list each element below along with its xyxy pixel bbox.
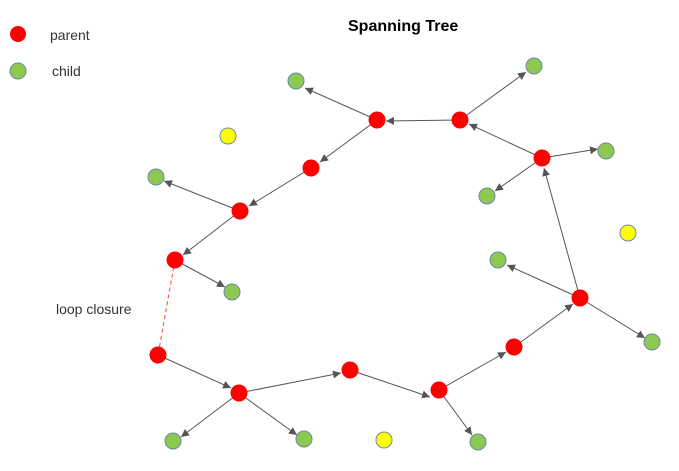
legend-parent-swatch (10, 26, 26, 42)
parent-node (505, 338, 523, 356)
edge (438, 389, 473, 436)
child-nodes (147, 57, 661, 451)
parent-node (166, 251, 184, 269)
edge (163, 180, 241, 212)
diagram-title: Spanning Tree (348, 18, 458, 35)
parent-node (368, 111, 386, 129)
unconnected-node (619, 224, 637, 242)
legend-parent-label: parent (50, 27, 90, 43)
edge (319, 119, 378, 163)
child-node (489, 251, 507, 269)
edge (349, 369, 431, 399)
loop-closure-label: loop closure (56, 301, 132, 317)
legend-child-swatch (9, 62, 27, 80)
parent-node (149, 346, 167, 364)
edge (180, 392, 240, 438)
edge (542, 167, 581, 299)
unconnected-node (375, 431, 393, 449)
unconnected-node (219, 127, 237, 145)
edge (174, 259, 226, 288)
edge (304, 87, 378, 121)
child-node (643, 333, 661, 351)
child-node (287, 72, 305, 90)
edge (506, 264, 581, 299)
parent-nodes (149, 111, 589, 402)
parent-node (430, 381, 448, 399)
edge (238, 392, 298, 436)
edge (513, 303, 574, 348)
child-node (478, 187, 496, 205)
parent-node (231, 202, 249, 220)
parent-node (451, 111, 469, 129)
child-node (469, 433, 487, 451)
parent-node (571, 289, 589, 307)
child-node (525, 57, 543, 75)
edge (238, 370, 342, 394)
tree-edges (157, 71, 646, 438)
child-node (147, 168, 165, 186)
child-node (295, 430, 313, 448)
edge (157, 354, 232, 389)
legend: parent child (9, 26, 90, 80)
edge (248, 167, 312, 207)
parent-node (341, 361, 359, 379)
edge (494, 157, 543, 192)
edge (579, 297, 646, 339)
edge (468, 123, 543, 159)
legend-child-label: child (52, 63, 81, 79)
parent-node (533, 149, 551, 167)
edge (438, 351, 507, 391)
parent-node (230, 384, 248, 402)
child-node (164, 432, 182, 450)
edge (459, 71, 527, 121)
child-node (223, 283, 241, 301)
loop-closure-edge (157, 259, 176, 356)
parent-node (302, 159, 320, 177)
child-node (597, 142, 615, 160)
edge (182, 210, 241, 256)
unconnected-nodes (219, 127, 637, 449)
edge (541, 146, 599, 159)
edge (385, 116, 461, 125)
